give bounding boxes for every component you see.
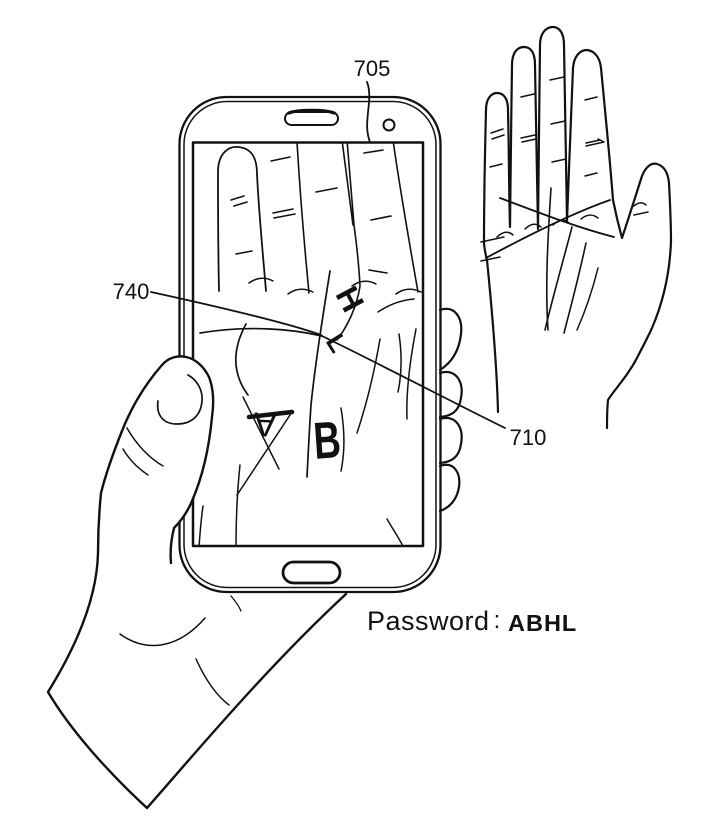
screen-palm-line [236, 411, 293, 496]
open-hand-palm-lines [480, 187, 615, 334]
palm-line [576, 267, 599, 331]
palm-line [499, 197, 615, 238]
screen-palm-line [386, 518, 404, 546]
screen-finger-separator [296, 143, 310, 294]
fingertip [438, 416, 463, 465]
screen-palm-line [235, 323, 249, 396]
front-camera-icon [382, 118, 396, 132]
thumb-crease [122, 448, 149, 476]
password-value: ABHL [508, 610, 577, 636]
password-label: Password [367, 606, 490, 636]
screen-palm-line [340, 407, 345, 472]
screen-finger-separator [392, 143, 419, 293]
screen-palm-line [406, 328, 417, 420]
home-button[interactable] [281, 560, 342, 585]
phone-outer-body [178, 95, 442, 594]
screen-password-marks: A B H L [246, 280, 372, 470]
fingertip [438, 463, 461, 513]
password-separator: : [494, 607, 501, 634]
leader-line-710 [321, 335, 506, 429]
thumb-and-wrist-outline [46, 355, 348, 810]
palm-line [545, 187, 552, 331]
ref-label-705: 705 [354, 56, 391, 81]
screen-finger-separator [336, 143, 361, 341]
screen-palm-line [356, 338, 381, 434]
mark-letter-a-bold-bar [246, 409, 295, 420]
fingertip [438, 370, 463, 419]
screen-palm-line [397, 333, 402, 393]
leader-line-705 [366, 81, 371, 143]
wrist-crease [119, 617, 206, 647]
screen-palm-line [306, 270, 331, 478]
phone-inner-bezel [183, 100, 437, 589]
mark-letter-b: B [312, 410, 343, 470]
palm-line [544, 226, 573, 331]
thumb-fill [98, 356, 214, 560]
holding-hand [46, 307, 463, 810]
mark-letter-a: A [252, 404, 277, 443]
phone-screen [191, 141, 425, 548]
ref-label-740: 740 [113, 279, 150, 304]
open-hand-outline [482, 25, 673, 430]
leader-line-740 [150, 291, 322, 336]
thumb-crease [126, 427, 164, 467]
screen-palm-line [235, 464, 241, 546]
screen-finger-base-creases [248, 277, 422, 295]
fingertip [438, 307, 463, 372]
thumb-nail [156, 374, 203, 425]
palm-line [480, 256, 501, 262]
thumb-inner-edge [169, 375, 215, 565]
wrist-crease [230, 595, 242, 612]
palm-line [485, 199, 611, 259]
screen-finger-crease-marks [230, 149, 392, 274]
palm-line [480, 236, 505, 243]
ref-label-710: 710 [510, 425, 547, 450]
wrist-crease [195, 658, 230, 706]
gripping-fingertips [438, 307, 463, 513]
screen-palm-line [377, 298, 415, 313]
speaker-grille-top-edge [287, 108, 336, 115]
screen-palm-line [199, 327, 323, 337]
reference-annotations: 705 740 710 [113, 56, 547, 450]
speaker-grille-icon [284, 111, 339, 126]
open-palm-hand [480, 25, 673, 430]
screen-finger-outlines [217, 143, 419, 341]
screen-palm-line [198, 505, 204, 546]
screen-palm-lines [198, 270, 417, 546]
password-caption: Password : ABHL [367, 606, 577, 636]
mark-letter-h: H [329, 280, 372, 317]
screen-pinky-finger [217, 146, 267, 292]
smartphone [178, 95, 442, 594]
open-hand-finger-creases [489, 76, 649, 216]
screen-palm-image: A B H L [198, 143, 422, 546]
palm-line [563, 242, 587, 334]
screen-palm-line [242, 396, 280, 470]
